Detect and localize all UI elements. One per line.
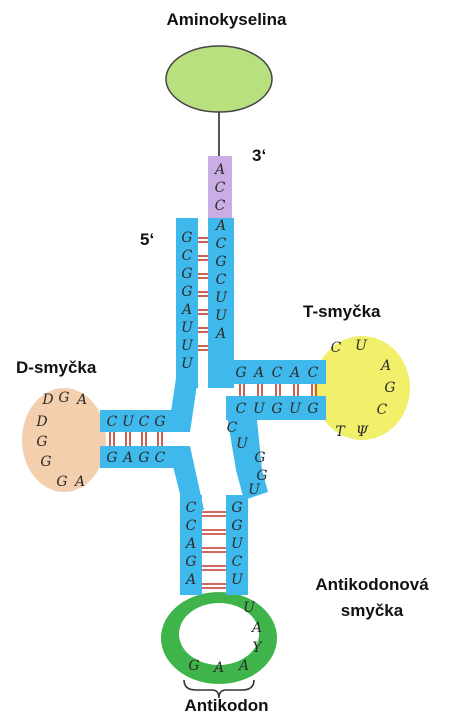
anticodon-stem-right-nucleotide: U <box>231 536 244 552</box>
acceptor-3-strand-nucleotide: U <box>215 308 228 324</box>
d-stem-bottom-nucleotide: G <box>138 450 149 466</box>
acceptor-3-strand-nucleotide: G <box>215 254 226 270</box>
t-loop-nucleotide: G <box>384 380 395 396</box>
acceptor-5-strand-nucleotide: G <box>181 284 192 300</box>
anticodon-loop-label: Antikodonová smyčka <box>297 572 447 624</box>
d-stem-top-nucleotide: C <box>139 414 150 430</box>
variable-region-nucleotide: G <box>254 450 265 466</box>
d-stem-top-nucleotide: C <box>107 414 118 430</box>
t-stem-bottom-nucleotide: C <box>236 401 247 417</box>
d-loop-nucleotide: G <box>58 390 69 406</box>
d-loop-nucleotide: G <box>56 474 67 490</box>
anticodon-label: Antikodon <box>0 696 453 716</box>
acceptor-5-strand-nucleotide: U <box>181 320 194 336</box>
d-stem-top-nucleotide: G <box>154 414 165 430</box>
t-stem-bottom-nucleotide: U <box>289 401 302 417</box>
acceptor-tail-nucleotide: C <box>215 180 226 196</box>
acceptor-5-strand-nucleotide: C <box>182 248 193 264</box>
three-prime-end-label: 3‘ <box>252 146 266 166</box>
anticodon-stem-right-nucleotide: G <box>231 500 242 516</box>
d-stem-bottom-nucleotide: A <box>121 450 133 466</box>
anticodon-stem-left-nucleotide: A <box>184 572 196 588</box>
t-loop-label: T-smyčka <box>303 302 381 322</box>
acceptor-5-strand-nucleotide: G <box>181 266 192 282</box>
amino-acid-label: Aminokyselina <box>0 10 453 30</box>
variable-region-nucleotide: U <box>248 482 261 498</box>
acceptor-3-strand-nucleotide: C <box>216 272 227 288</box>
t-stem-bottom-nucleotide: G <box>271 401 282 417</box>
anticodon-stem-right-nucleotide: G <box>231 518 242 534</box>
acceptor-5-strand-nucleotide: A <box>180 302 192 318</box>
d-stem-bottom-nucleotide: C <box>155 450 166 466</box>
anticodon-stem-left-nucleotide: C <box>186 500 197 516</box>
t-loop-nucleotide: U <box>355 338 368 354</box>
d-loop-label: D-smyčka <box>16 358 96 378</box>
acceptor-5-strand-nucleotide: U <box>181 356 194 372</box>
t-stem-top-nucleotide: G <box>235 365 246 381</box>
d-loop-nucleotide: G <box>36 434 47 450</box>
variable-region-nucleotide: C <box>227 420 238 436</box>
d-loop-nucleotide: G <box>40 454 51 470</box>
acceptor-5-strand-nucleotide: G <box>181 230 192 246</box>
five-prime-end-label: 5‘ <box>140 230 154 250</box>
d-loop-nucleotide: D <box>35 414 47 430</box>
t-loop-nucleotide: C <box>377 402 388 418</box>
t-stem-top-nucleotide: C <box>308 365 319 381</box>
anticodon-stem-right-nucleotide: C <box>232 554 243 570</box>
t-stem-bottom-nucleotide: U <box>253 401 266 417</box>
anticodon-stem-left-nucleotide: A <box>184 536 196 552</box>
t-loop-nucleotide: A <box>379 358 391 374</box>
variable-region-nucleotide: U <box>236 436 249 452</box>
acceptor-tail-nucleotide: A <box>213 162 225 178</box>
acceptor-5-strand-nucleotide: U <box>181 338 194 354</box>
anticodon-bases-nucleotide: A <box>237 658 249 674</box>
d-stem-top-nucleotide: U <box>122 414 135 430</box>
acceptor-3-strand-nucleotide: U <box>215 290 228 306</box>
t-loop-nucleotide: Ψ <box>356 424 369 440</box>
acceptor-tail-nucleotide: C <box>215 198 226 214</box>
anticodon-stem-right-nucleotide: U <box>231 572 244 588</box>
t-stem-top-nucleotide: A <box>288 365 300 381</box>
t-stem-bottom-nucleotide: G <box>307 401 318 417</box>
anticodon-loop-label-line2: smyčka <box>297 598 447 624</box>
d-stem-bottom-nucleotide: G <box>106 450 117 466</box>
anticodon-bases-nucleotide: A <box>212 660 224 676</box>
t-stem-top-nucleotide: A <box>252 365 264 381</box>
anticodon-stem-left-nucleotide: G <box>185 554 196 570</box>
acceptor-3-strand-nucleotide: A <box>214 326 226 342</box>
anticodon-loop-nucleotide: U <box>243 600 256 616</box>
amino-acid-oval <box>166 46 272 112</box>
t-stem-top-nucleotide: C <box>272 365 283 381</box>
anticodon-loop-label-line1: Antikodonová <box>297 572 447 598</box>
acceptor-3-strand-nucleotide: A <box>214 218 226 234</box>
anticodon-stem-left-nucleotide: C <box>186 518 197 534</box>
anticodon-bases-nucleotide: G <box>188 658 199 674</box>
anticodon-loop-nucleotide: A <box>250 620 262 636</box>
t-loop-nucleotide: C <box>331 340 342 356</box>
acceptor-3-strand-nucleotide: C <box>216 236 227 252</box>
d-loop-nucleotide: D <box>41 392 53 408</box>
d-loop-nucleotide: A <box>75 392 87 408</box>
d-loop-nucleotide: A <box>73 474 85 490</box>
